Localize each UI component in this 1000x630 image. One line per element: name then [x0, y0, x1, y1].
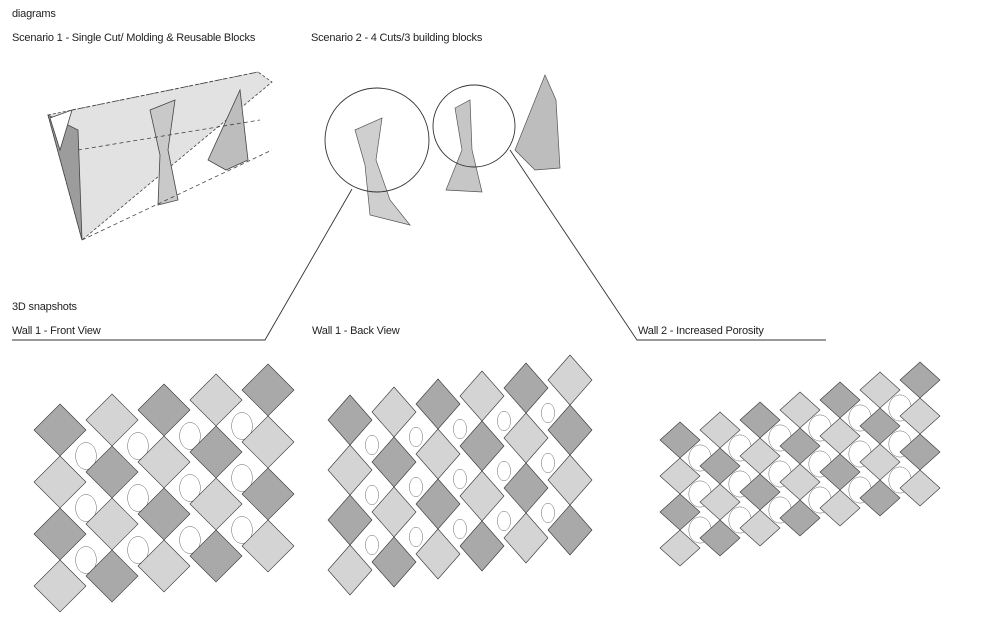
scenario-1-label: Scenario 1 - Single Cut/ Molding & Reusa…	[12, 32, 256, 44]
wall-opening	[75, 494, 97, 522]
section-label-diagrams: diagrams	[12, 8, 56, 20]
detail-callouts	[12, 84, 826, 341]
wall-opening	[231, 412, 253, 440]
wall-opening	[365, 485, 379, 505]
wall-opening	[231, 516, 253, 544]
wall-cell	[327, 444, 373, 496]
wall-cell	[371, 386, 417, 438]
wall-cell	[85, 549, 139, 603]
wall-opening	[365, 535, 379, 555]
wall-cell	[415, 378, 461, 430]
wall-cell	[699, 519, 741, 557]
wall-opening	[541, 403, 555, 423]
scenario-1-mold-block	[47, 71, 273, 241]
wall-opening	[453, 419, 467, 439]
scenario-2-blocks	[354, 74, 561, 226]
wall-cell	[819, 489, 861, 527]
wall-cell	[371, 536, 417, 588]
wall-opening	[179, 474, 201, 502]
wall-opening	[497, 511, 511, 531]
wall-1-front-view	[33, 363, 295, 613]
wall-opening	[409, 427, 423, 447]
wall-cell	[241, 519, 295, 573]
section-label-3d-snapshots: 3D snapshots	[12, 301, 77, 313]
wall-2-increased-porosity	[659, 361, 941, 567]
wall-cell	[415, 528, 461, 580]
wall-cell	[327, 544, 373, 596]
wall-1-back-label: Wall 1 - Back View	[312, 325, 400, 337]
wall-opening	[541, 453, 555, 473]
wall-cell	[327, 494, 373, 546]
wall-opening	[497, 411, 511, 431]
wall-opening	[541, 503, 555, 523]
wall-opening	[127, 536, 149, 564]
wall-cell	[859, 479, 901, 517]
wall-opening	[179, 422, 201, 450]
wall-cell	[459, 520, 505, 572]
wall-1-front-label: Wall 1 - Front View	[12, 325, 101, 337]
wall-opening	[365, 435, 379, 455]
wall-opening	[409, 477, 423, 497]
wall-cell	[779, 499, 821, 537]
wall-cell	[241, 363, 295, 417]
wall-cell	[739, 509, 781, 547]
wall-cell	[659, 529, 701, 567]
wall-opening	[497, 461, 511, 481]
wall-opening	[453, 469, 467, 489]
wall-opening	[75, 546, 97, 574]
wall-cell	[33, 559, 87, 613]
wall-cell	[189, 529, 243, 583]
wall-opening	[453, 519, 467, 539]
wall-cell	[547, 504, 593, 556]
wall-opening	[127, 432, 149, 460]
wall-cell	[547, 354, 593, 406]
wall-1-back-view	[327, 354, 593, 596]
wall-opening	[409, 527, 423, 547]
wall-cell	[459, 370, 505, 422]
wall-cell	[137, 539, 191, 593]
wall-opening	[231, 464, 253, 492]
wall-cell	[503, 362, 549, 414]
wall-cell	[899, 469, 941, 507]
wall-cell	[899, 361, 941, 399]
wall-opening	[127, 484, 149, 512]
scenario-2-label: Scenario 2 - 4 Cuts/3 building blocks	[311, 32, 483, 44]
wall-2-label: Wall 2 - Increased Porosity	[638, 325, 764, 337]
wall-cell	[503, 512, 549, 564]
wall-opening	[179, 526, 201, 554]
wall-opening	[75, 442, 97, 470]
wall-cell	[327, 394, 373, 446]
